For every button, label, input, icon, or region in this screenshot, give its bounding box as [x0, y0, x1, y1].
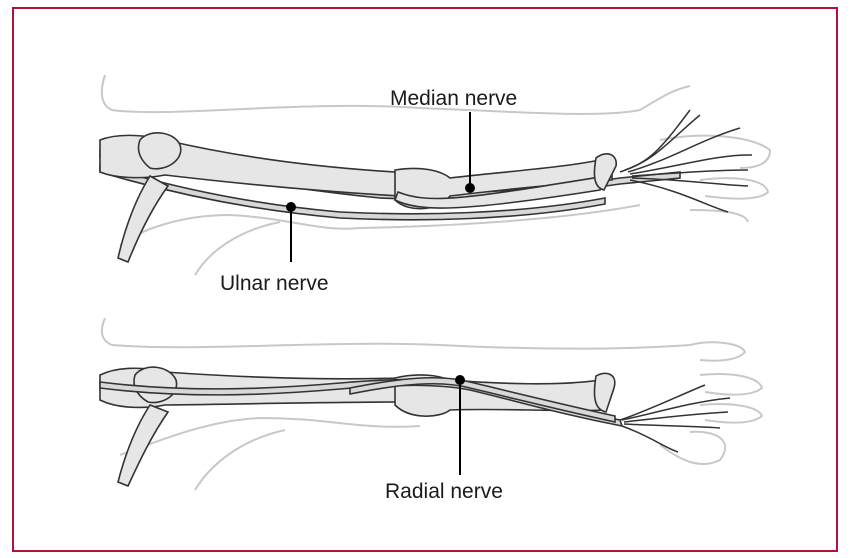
- top-arm-bones: [100, 133, 616, 262]
- top-arm-hand-nerves: [620, 110, 752, 212]
- top-arm: Median nerve Ulnar nerve: [100, 75, 770, 295]
- ulnar-nerve-point: [287, 203, 295, 211]
- ulnar-nerve-label: Ulnar nerve: [220, 272, 329, 295]
- bottom-arm-hand-nerves: [620, 385, 730, 452]
- median-nerve-point: [466, 184, 474, 192]
- radial-nerve-label: Radial nerve: [385, 480, 503, 503]
- radial-nerve-point: [456, 376, 464, 384]
- median-nerve-label: Median nerve: [390, 87, 517, 110]
- bottom-arm: Radial nerve: [100, 318, 762, 503]
